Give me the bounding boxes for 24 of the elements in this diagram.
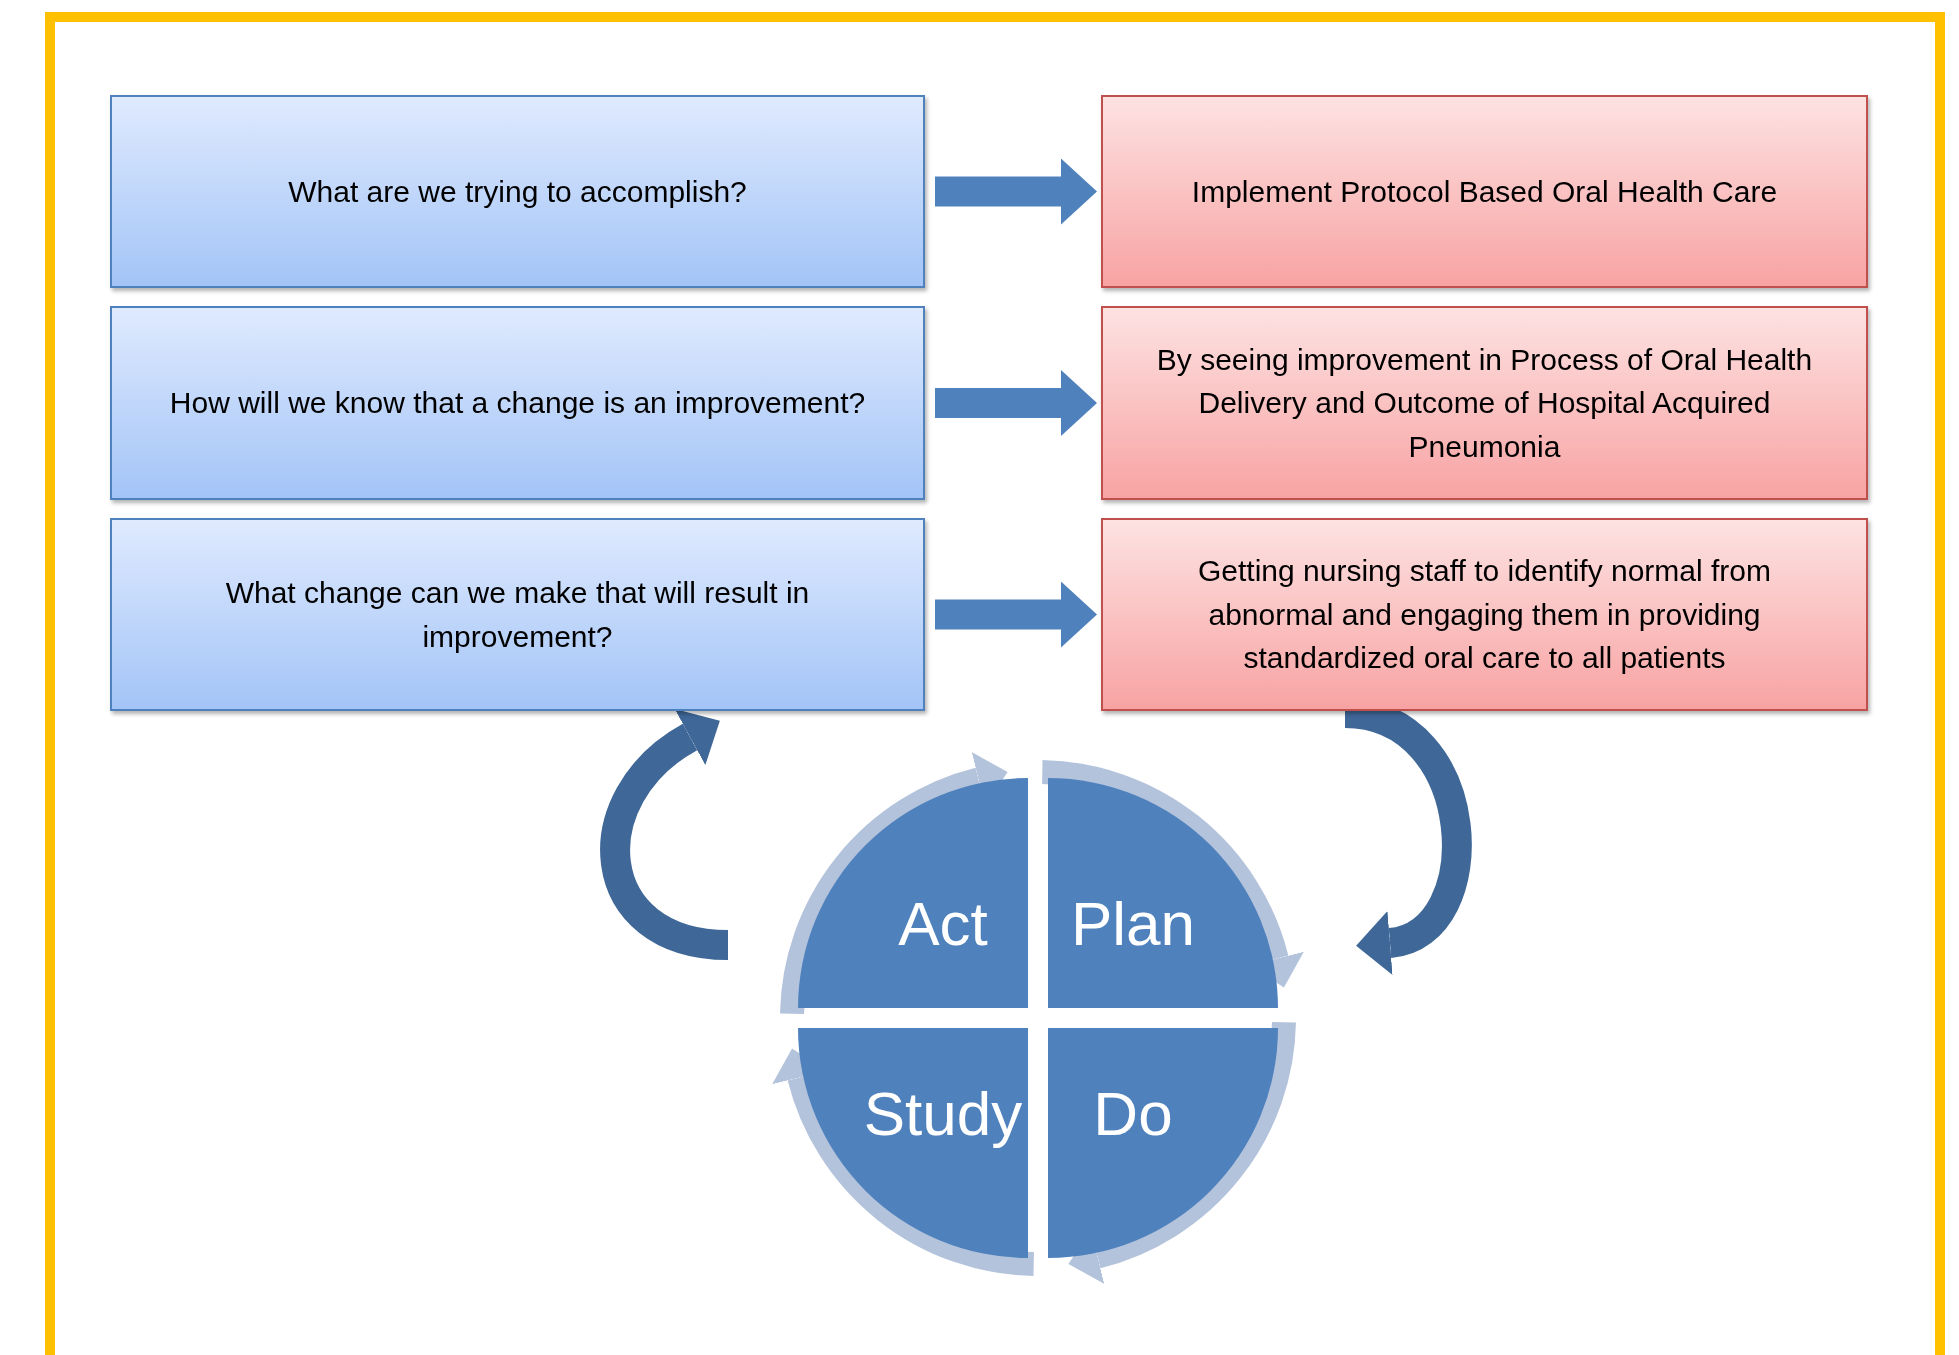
question-box (110, 306, 925, 500)
aim-text: Getting nursing staff to identify normal from abnormal and engaging them in providing standardized oral care to all patients (1196, 553, 1772, 677)
block-arrow (935, 370, 1097, 436)
cycle-arrow (780, 752, 1008, 1015)
aim-box (1101, 306, 1868, 500)
aim-box (1101, 95, 1868, 288)
cycle-arrow (772, 1048, 1035, 1276)
question-box (110, 518, 925, 711)
curved-arrow (600, 710, 730, 960)
cycle-arrow (1041, 760, 1304, 988)
question-text: What change can we make that will result in improvement? (224, 575, 811, 655)
cycle-label: Act (898, 887, 988, 959)
block-arrow (935, 581, 1097, 648)
cycle-label: Plan (1070, 887, 1196, 959)
cycle-label: Do (1093, 1077, 1173, 1149)
aim-box (1101, 518, 1868, 711)
aim-text: Implement Protocol Based Oral Health Care (1191, 173, 1778, 210)
question-text: What are we trying to accomplish? (288, 173, 747, 210)
cycle-arrow (1068, 1021, 1296, 1284)
question-box (110, 95, 925, 288)
block-arrow (935, 158, 1097, 225)
cycle-label: Study (863, 1077, 1023, 1149)
question-text: How will we know that a change is an improvement? (169, 385, 866, 422)
aim-text: By seeing improvement in Process of Oral Health Delivery and Outcome of Hospital Acquired Pneumonia (1155, 341, 1814, 465)
